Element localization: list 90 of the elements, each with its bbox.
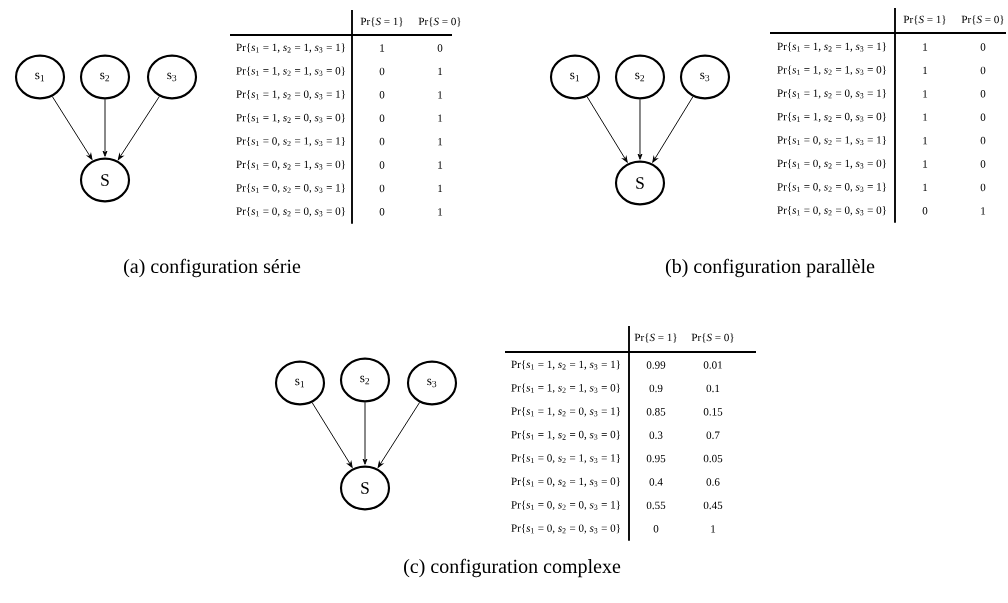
table-value: 0 bbox=[379, 161, 385, 169]
table-value: 0 bbox=[980, 43, 986, 51]
table-value: 0.9 bbox=[649, 384, 663, 393]
table-value: 0.45 bbox=[703, 501, 723, 510]
arrow bbox=[51, 96, 93, 160]
row-label: Pr{s$_{1}$ = 0, s$_{2}$ = 1, s$_{3}$ = 1} bbox=[777, 135, 886, 146]
table-value: 0 bbox=[980, 66, 986, 75]
table-value: 0.95 bbox=[646, 454, 666, 463]
table-value: 0 bbox=[379, 67, 385, 76]
table-value: 0.55 bbox=[646, 501, 666, 510]
table-value: 0.4 bbox=[649, 478, 663, 486]
table-value: 1 bbox=[923, 90, 928, 98]
table-value: 1 bbox=[438, 208, 443, 216]
row-label: Pr{s$_{1}$ = 0, s$_{2}$ = 0, s$_{3}$ = 0} bbox=[511, 524, 620, 534]
row-label: Pr{s$_{1}$ = 1, s$_{2}$ = 1, s$_{3}$ = 1} bbox=[777, 42, 886, 52]
table-value: 0 bbox=[980, 113, 986, 121]
row-label: Pr{s$_{1}$ = 0, s$_{2}$ = 0, s$_{3}$ = 1} bbox=[777, 182, 886, 193]
row-label: Pr{s$_{1}$ = 1, s$_{2}$ = 1, s$_{3}$ = 0} bbox=[236, 66, 345, 77]
row-label: Pr{s$_{1}$ = 1, s$_{2}$ = 1, s$_{3}$ = 1} bbox=[236, 43, 345, 53]
table-value: 0.05 bbox=[703, 454, 723, 463]
column-header: Pr{S = 1} bbox=[634, 333, 677, 343]
caption: (a) configuration série bbox=[124, 258, 301, 278]
column-header: Pr{S = 1} bbox=[360, 17, 403, 27]
row-label: Pr{s$_{1}$ = 1, s$_{2}$ = 0, s$_{3}$ = 0} bbox=[236, 113, 345, 123]
column-header: Pr{S = 0} bbox=[418, 17, 461, 27]
table-value: 0 bbox=[980, 136, 986, 145]
table-value: 0 bbox=[922, 207, 928, 215]
caption: (b) configuration parallèle bbox=[665, 258, 875, 278]
arrow bbox=[362, 401, 368, 465]
table-value: 0.99 bbox=[646, 361, 666, 369]
caption: (c) configuration complexe bbox=[404, 558, 621, 578]
arrow bbox=[377, 402, 421, 468]
column-header: Pr{S = 0} bbox=[961, 15, 1004, 25]
table-value: 1 bbox=[923, 183, 928, 192]
table-value: 1 bbox=[923, 136, 928, 145]
row-label: Pr{s$_{1}$ = 0, s$_{2}$ = 1, s$_{3}$ = 1} bbox=[236, 136, 345, 147]
table-value: 0 bbox=[379, 137, 385, 146]
row-label: Pr{s$_{1}$ = 0, s$_{2}$ = 0, s$_{3}$ = 0} bbox=[236, 207, 345, 217]
table-value: 0 bbox=[437, 44, 443, 52]
arrow bbox=[637, 98, 643, 160]
table-value: 1 bbox=[711, 525, 716, 533]
table-value: 0 bbox=[379, 114, 385, 122]
table-value: 1 bbox=[981, 207, 986, 215]
table-value: 1 bbox=[923, 66, 928, 75]
table-value: 0 bbox=[379, 91, 385, 99]
row-label: Pr{s$_{1}$ = 0, s$_{2}$ = 1, s$_{3}$ = 0} bbox=[777, 159, 886, 169]
arrow bbox=[652, 96, 694, 163]
row-label: Pr{s$_{1}$ = 0, s$_{2}$ = 1, s$_{3}$ = 1} bbox=[511, 453, 620, 464]
table-value: 0.3 bbox=[649, 431, 663, 439]
column-header: Pr{S = 1} bbox=[903, 15, 946, 25]
column-header: Pr{S = 0} bbox=[691, 333, 734, 343]
table-value: 0 bbox=[379, 208, 385, 216]
row-label: Pr{s$_{1}$ = 1, s$_{2}$ = 0, s$_{3}$ = 1} bbox=[777, 89, 886, 99]
table-value: 0.7 bbox=[706, 431, 720, 439]
table-value: 1 bbox=[923, 113, 928, 121]
table-value: 1 bbox=[438, 91, 443, 99]
row-label: Pr{s$_{1}$ = 0, s$_{2}$ = 1, s$_{3}$ = 0} bbox=[236, 160, 345, 170]
table-value: 0 bbox=[980, 90, 986, 98]
row-label: Pr{s$_{1}$ = 0, s$_{2}$ = 0, s$_{3}$ = 0} bbox=[777, 206, 886, 216]
table-value: 1 bbox=[438, 67, 443, 76]
arrow bbox=[117, 95, 160, 160]
table-value: 0 bbox=[980, 183, 986, 192]
table-value: 0.01 bbox=[703, 361, 722, 369]
table-value: 1 bbox=[438, 161, 443, 169]
table-value: 0.85 bbox=[646, 408, 666, 416]
table-value: 0.6 bbox=[706, 478, 720, 486]
row-label: Pr{s$_{1}$ = 1, s$_{2}$ = 1, s$_{3}$ = 1} bbox=[511, 360, 620, 370]
row-label: Pr{s$_{1}$ = 1, s$_{2}$ = 0, s$_{3}$ = 0} bbox=[777, 112, 886, 122]
row-label: Pr{s$_{1}$ = 0, s$_{2}$ = 0, s$_{3}$ = 1} bbox=[236, 183, 345, 194]
table-value: 1 bbox=[438, 137, 443, 146]
row-label: Pr{s$_{1}$ = 0, s$_{2}$ = 0, s$_{3}$ = 1} bbox=[511, 500, 620, 511]
arrow bbox=[586, 96, 628, 163]
table-value: 1 bbox=[923, 43, 928, 51]
row-label: Pr{s$_{1}$ = 1, s$_{2}$ = 1, s$_{3}$ = 0} bbox=[777, 65, 886, 76]
row-label: Pr{s$_{1}$ = 1, s$_{2}$ = 1, s$_{3}$ = 0} bbox=[511, 383, 620, 394]
row-label: Pr{s$_{1}$ = 1, s$_{2}$ = 0, s$_{3}$ = 1} bbox=[236, 90, 345, 100]
arrow bbox=[311, 402, 353, 468]
row-label: Pr{s$_{1}$ = 0, s$_{2}$ = 1, s$_{3}$ = 0} bbox=[511, 477, 620, 487]
table-value: 0 bbox=[980, 160, 986, 168]
table-value: 1 bbox=[438, 114, 443, 122]
row-label: Pr{s$_{1}$ = 1, s$_{2}$ = 0, s$_{3}$ = 0} bbox=[511, 430, 620, 440]
table-value: 1 bbox=[380, 44, 385, 52]
row-label: Pr{s$_{1}$ = 1, s$_{2}$ = 0, s$_{3}$ = 1} bbox=[511, 407, 620, 417]
table-value: 1 bbox=[923, 160, 928, 168]
table-value: 0 bbox=[653, 525, 659, 533]
arrow bbox=[102, 98, 108, 157]
table-value: 0.1 bbox=[706, 384, 720, 393]
table-value: 0 bbox=[379, 184, 385, 193]
table-value: 0.15 bbox=[703, 408, 723, 416]
table-value: 1 bbox=[438, 184, 443, 193]
